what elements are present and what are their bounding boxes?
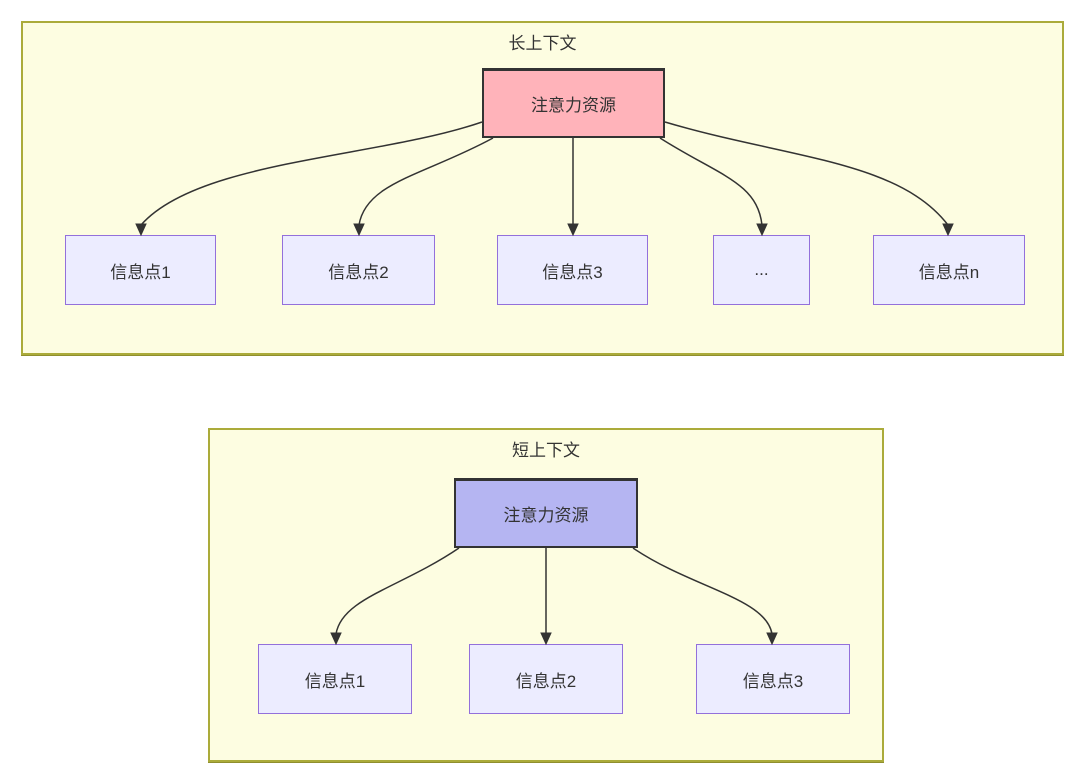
- short-context-info-node-1: 信息点1: [258, 644, 412, 714]
- long-context-info-label-1: 信息点1: [110, 262, 171, 282]
- short-context-attention-node: 注意力资源: [454, 478, 638, 548]
- short-context-info-label-2: 信息点2: [515, 671, 577, 691]
- long-context-attention-node: 注意力资源: [482, 68, 665, 138]
- short-context-info-node-3: 信息点3: [696, 644, 850, 714]
- long-context-title: 长上下文: [508, 34, 577, 53]
- long-context-info-label-2: 信息点2: [328, 262, 389, 282]
- short-context-info-label-3: 信息点3: [742, 671, 804, 691]
- short-context-attention-label: 注意力资源: [503, 506, 589, 525]
- short-context-title: 短上下文: [512, 441, 580, 460]
- long-context-info-node-2: 信息点2: [282, 235, 435, 305]
- long-context-info-node-3: 信息点3: [497, 235, 648, 305]
- long-context-info-node-n: 信息点n: [873, 235, 1025, 305]
- short-context-info-label-1: 信息点1: [304, 671, 366, 691]
- long-context-info-label-3: 信息点3: [542, 262, 603, 282]
- long-context-info-node-ellipsis: ...: [713, 235, 810, 305]
- long-context-attention-label: 注意力资源: [531, 96, 616, 115]
- long-context-info-label-ellipsis: ...: [754, 260, 769, 279]
- long-context-info-node-1: 信息点1: [65, 235, 216, 305]
- long-context-info-label-n: 信息点n: [918, 262, 980, 282]
- short-context-info-node-2: 信息点2: [469, 644, 623, 714]
